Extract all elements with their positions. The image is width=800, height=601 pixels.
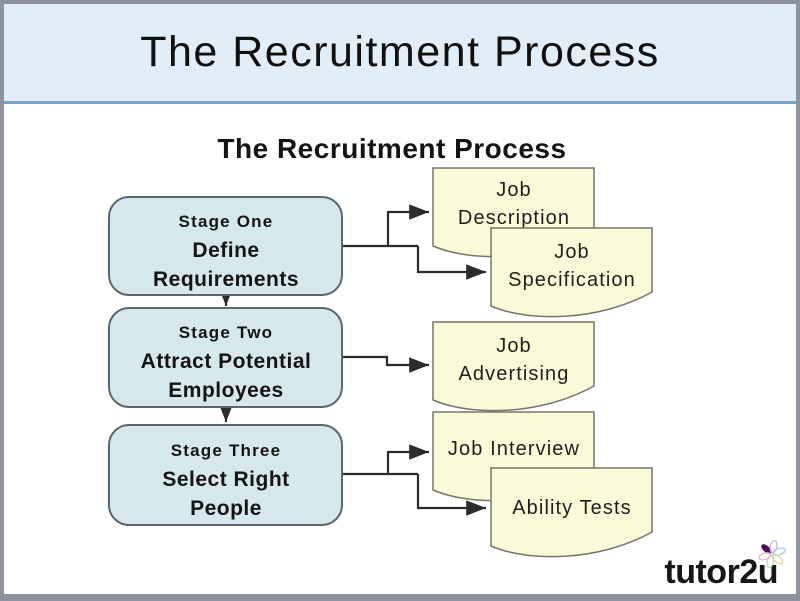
stage-two-label: Stage Two [179, 323, 274, 342]
connectors [218, 204, 486, 516]
stage-three-action-line1: Select Right [162, 468, 289, 491]
stage-two-action-line1: Attract Potential [141, 350, 312, 373]
ability-tests-shape [490, 467, 653, 558]
arrow-stage1-to-job-description [386, 204, 429, 246]
stage-two-box: Stage Two Attract Potential Employees [108, 307, 343, 408]
stage-three-box: Stage Three Select Right People [108, 424, 343, 526]
doc-job-advertising: Job Advertising [432, 321, 595, 412]
arrow-stage2-to-job-advertising [342, 355, 429, 373]
job-interview-line1: Job Interview [448, 438, 580, 460]
stage-two-shape [108, 307, 343, 408]
arrow-stage3-to-ability-tests [416, 474, 486, 516]
stage-one-shape [108, 196, 343, 296]
job-advertising-line1: Job [496, 335, 532, 357]
slide-header: The Recruitment Process [4, 4, 796, 104]
arrow-stage3-to-job-interview [386, 444, 429, 474]
job-description-line1: Job [496, 179, 532, 201]
arrow-stage1-to-job-specification [416, 246, 486, 280]
doc-ability-tests: Ability Tests [490, 467, 653, 558]
stage-three-shape [108, 424, 343, 526]
stage-three-label: Stage Three [171, 441, 282, 460]
stage-two-action-line2: Employees [168, 379, 283, 402]
stage-three-action-line2: People [190, 497, 262, 520]
stage-one-action-line2: Requirements [153, 268, 299, 291]
stage-one-action-line1: Define [192, 239, 259, 262]
diagram-title: The Recruitment Process [217, 133, 566, 164]
job-advertising-line2: Advertising [458, 363, 569, 385]
doc-job-specification: Job Specification [490, 227, 653, 318]
job-specification-shape [490, 227, 653, 318]
recruitment-flowchart: The Recruitment Process Stage One Define… [108, 133, 653, 558]
job-advertising-shape [432, 321, 595, 412]
job-specification-line1: Job [554, 241, 590, 263]
flower-icon [758, 539, 786, 569]
stage-one-box: Stage One Define Requirements [108, 196, 343, 296]
logo-text-tutor: tutor [664, 553, 740, 591]
stage-one-label: Stage One [179, 212, 274, 231]
job-specification-line2: Specification [508, 269, 636, 291]
ability-tests-line1: Ability Tests [512, 497, 632, 519]
logo-text-2u: 2u [739, 553, 778, 591]
job-description-line2: Description [458, 207, 570, 229]
slide-title: The Recruitment Process [140, 28, 660, 76]
tutor2u-logo: tutor2u [664, 539, 786, 591]
